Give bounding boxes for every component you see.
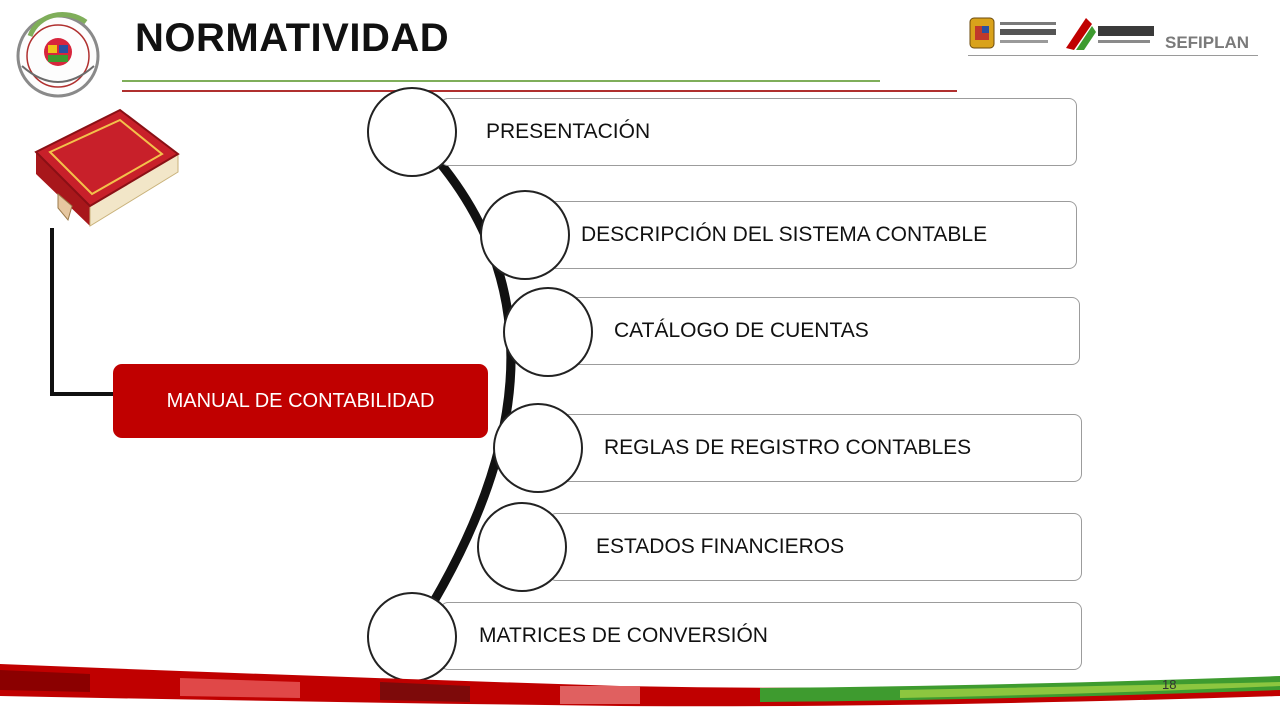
node-circle	[367, 592, 457, 682]
list-item-descripcion: DESCRIPCIÓN DEL SISTEMA CONTABLE	[535, 201, 1077, 269]
list-item-reglas: REGLAS DE REGISTRO CONTABLES	[560, 414, 1082, 482]
node-circle	[503, 287, 593, 377]
item-label: CATÁLOGO DE CUENTAS	[614, 319, 869, 342]
state-government-logo	[969, 17, 1056, 49]
item-label: DESCRIPCIÓN DEL SISTEMA CONTABLE	[581, 223, 988, 246]
root-node-manual: MANUAL DE CONTABILIDAD	[113, 364, 488, 438]
list-item-matrices: MATRICES DE CONVERSIÓN	[440, 602, 1082, 670]
list-item-estados: ESTADOS FINANCIEROS	[548, 513, 1082, 581]
book-icon	[34, 108, 180, 227]
item-label: REGLAS DE REGISTRO CONTABLES	[604, 436, 972, 459]
audit-office-seal-logo	[16, 12, 100, 98]
node-circle	[367, 87, 457, 177]
header-rule-right	[968, 55, 1258, 56]
bracket-connector	[50, 228, 114, 396]
item-label: PRESENTACIÓN	[486, 120, 651, 143]
title-underline-red	[122, 90, 957, 92]
page-number: 18	[1162, 677, 1177, 692]
list-item-catalogo: CATÁLOGO DE CUENTAS	[568, 297, 1080, 365]
node-circle	[477, 502, 567, 592]
item-label: ESTADOS FINANCIEROS	[596, 535, 845, 558]
node-circle	[493, 403, 583, 493]
page-title: NORMATIVIDAD	[135, 16, 450, 60]
item-label: MATRICES DE CONVERSIÓN	[479, 624, 768, 647]
list-item-presentacion: PRESENTACIÓN	[440, 98, 1077, 166]
title-underline-green	[122, 80, 880, 82]
node-circle	[480, 190, 570, 280]
footer-wave-decoration	[0, 664, 1280, 720]
agency-name: SEFIPLAN	[1165, 33, 1250, 52]
results-campaign-logo	[1066, 18, 1154, 50]
